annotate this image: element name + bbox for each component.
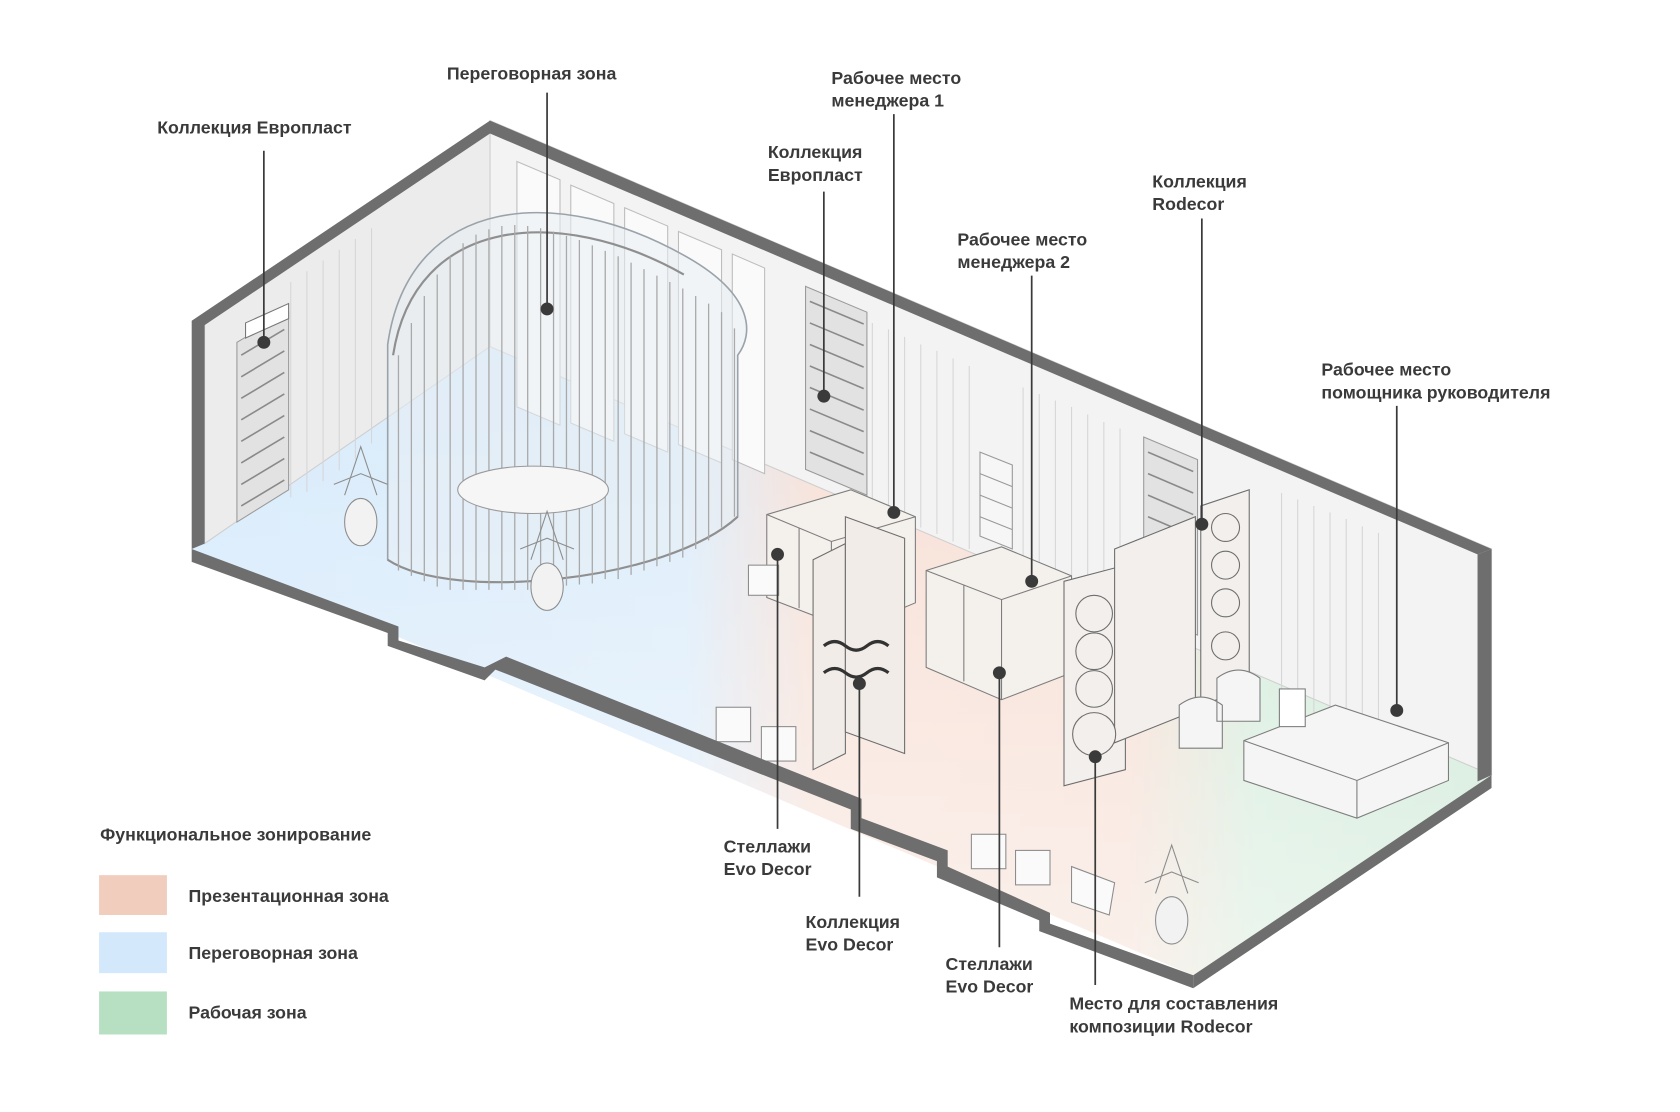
rodecor-composition (1063, 489, 1250, 787)
callout-text: Европласт (768, 165, 863, 185)
callout-text: Рабочее место (957, 229, 1087, 249)
walls (191, 120, 1492, 989)
callout-text: Стеллажи (724, 837, 811, 857)
callout-text: Стеллажи (946, 954, 1033, 974)
callout-europlast-left: Коллекция Европласт (157, 117, 352, 349)
callout-text: Evo Decor (724, 859, 812, 879)
callout-negotiation-zone: Переговорная зона (447, 64, 617, 316)
callout-text: Evo Decor (946, 977, 1034, 997)
callout-manager2: Рабочее место менеджера 2 (957, 229, 1087, 588)
callout-text: менеджера 1 (831, 91, 944, 111)
curtains (290, 228, 1379, 749)
legend-swatch-presentation (99, 875, 167, 916)
legend-label: Переговорная зона (188, 943, 358, 963)
callout-text: Коллекция (1152, 171, 1247, 191)
plants (333, 445, 1199, 945)
callout-text: Evo Decor (806, 935, 894, 955)
assistant-desk (1178, 669, 1449, 819)
callout-text: Рабочее место (1321, 360, 1451, 380)
callout-text: помощника руководителя (1321, 382, 1550, 402)
svg-text:Переговорная зона: Переговорная зона (447, 64, 617, 84)
callout-text: Коллекция (806, 912, 901, 932)
callout-text: Коллекция (768, 142, 863, 162)
callout-text: Место для составления (1069, 994, 1278, 1014)
svg-text:Коллекция Европласт: Коллекция Европласт (157, 117, 352, 137)
legend-label: Рабочая зона (188, 1002, 306, 1022)
callout-text: Rodecor (1152, 194, 1224, 214)
callout-text: Переговорная зона (447, 64, 617, 84)
air-conditioner (245, 302, 290, 339)
legend-label: Презентационная зона (188, 886, 388, 906)
callout-text: Коллекция Европласт (157, 117, 352, 137)
legend-swatch-work (99, 991, 167, 1035)
callout-text: менеджера 2 (957, 252, 1070, 272)
legend-swatch-negotiation (99, 932, 167, 974)
callout-text: композиции Rodecor (1069, 1016, 1252, 1036)
ottomans (715, 564, 1116, 916)
shelving (979, 451, 1013, 550)
legend-title: Функциональное зонирование (100, 825, 371, 845)
callout-text: Рабочее место (831, 68, 961, 88)
callout-manager1: Рабочее место менеджера 1 (831, 68, 961, 519)
negotiation-enclosure (386, 211, 748, 590)
legend: Функциональное зонирование Презентационн… (99, 825, 389, 1035)
